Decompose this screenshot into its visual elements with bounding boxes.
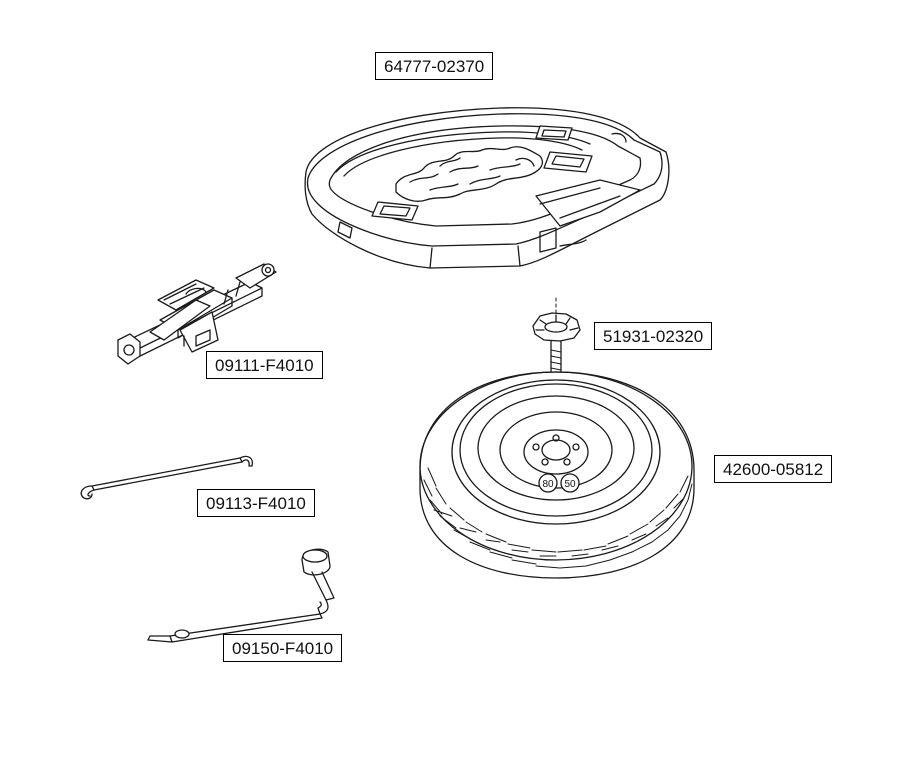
part-label-tray: 64777-02370 — [375, 52, 494, 80]
hold-down-bolt-icon — [532, 297, 581, 441]
part-label-lug-wrench: 09150-F4010 — [223, 634, 343, 662]
part-label-hold-bolt: 51931-02320 — [594, 322, 713, 350]
lug-wrench-icon — [147, 548, 335, 643]
spare-tire-tray-icon — [304, 107, 670, 269]
jack-handle-rod-icon — [80, 455, 254, 500]
scissor-jack-icon — [117, 263, 277, 365]
spare-tire-icon: 80 50 — [419, 371, 695, 579]
part-label-jack: 09111-F4010 — [206, 351, 323, 379]
wheel-marking-50: 50 — [564, 479, 576, 490]
part-label-tire: 42600-05812 — [714, 455, 833, 483]
part-label-jack-rod: 09113-F4010 — [197, 489, 315, 517]
wheel-marking-80: 80 — [542, 479, 554, 490]
